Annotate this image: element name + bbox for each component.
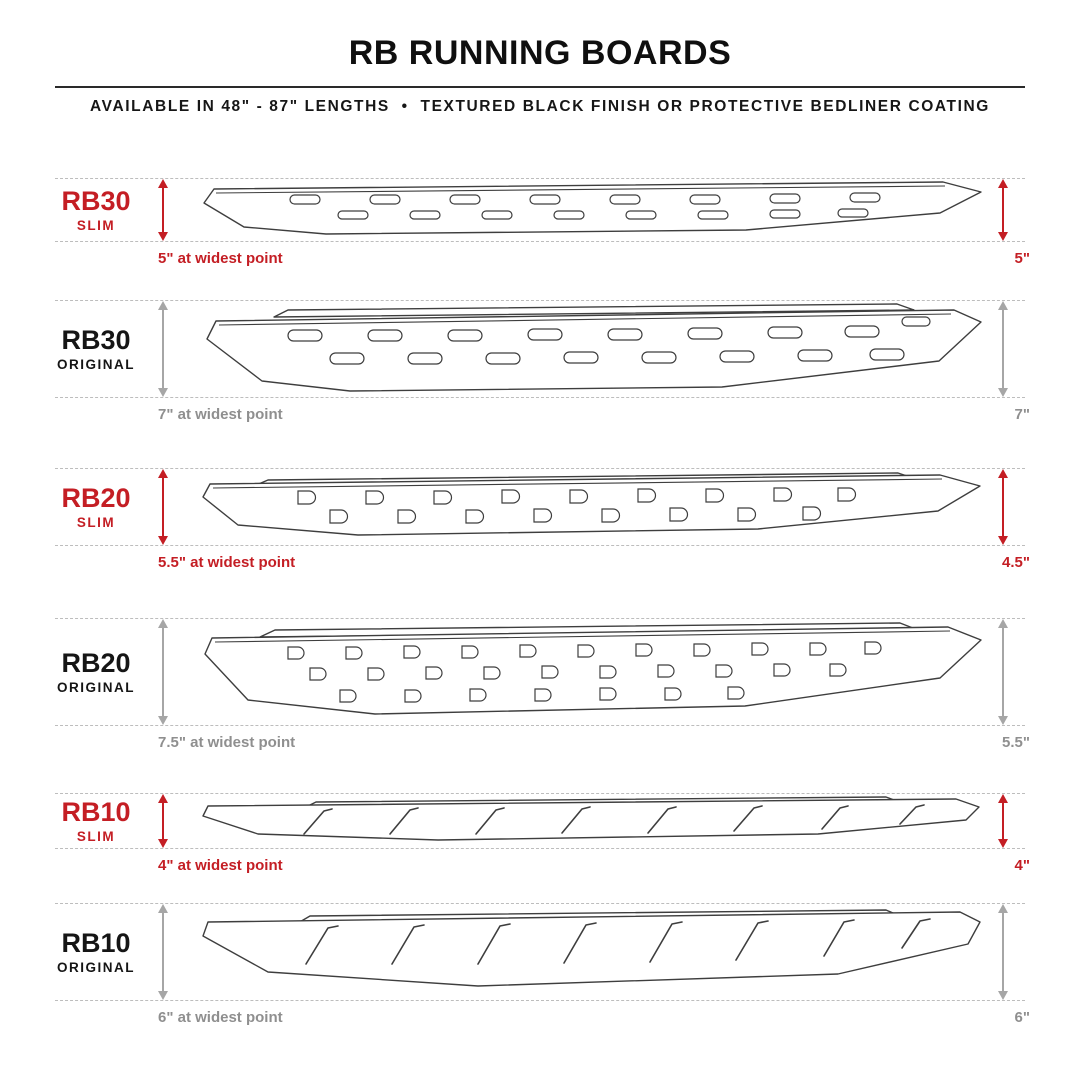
height-note: 6" xyxy=(1014,1009,1030,1026)
board-illustration-rb20-original xyxy=(200,622,988,727)
product-model: RB20 xyxy=(61,647,131,678)
height-arrow-right-icon xyxy=(1002,181,1004,239)
product-label: RB30 ORIGINAL xyxy=(40,324,152,372)
product-variant: ORIGINAL xyxy=(57,356,135,372)
product-variant: ORIGINAL xyxy=(57,679,135,695)
height-note: 5.5" xyxy=(1002,734,1030,751)
board-illustration-rb10-slim xyxy=(198,796,988,851)
height-arrow-left-icon xyxy=(162,471,164,543)
product-variant: SLIM xyxy=(76,217,116,233)
height-arrow-left-icon xyxy=(162,621,164,723)
product-row-rb10-original: RB10 ORIGINAL 6" at widest point 6" xyxy=(0,903,1080,1025)
product-variant: SLIM xyxy=(76,828,116,844)
dashed-guide-bottom xyxy=(55,725,1025,726)
height-arrow-right-icon xyxy=(1002,796,1004,846)
height-arrow-left-icon xyxy=(162,906,164,998)
height-note: 7" xyxy=(1014,406,1030,423)
page-subtitle: AVAILABLE IN 48" - 87" LENGTHS • TEXTURE… xyxy=(90,98,990,115)
dashed-guide-top xyxy=(55,793,1025,794)
board-illustration-rb30-original xyxy=(202,303,984,400)
widest-point-note: 5" at widest point xyxy=(158,250,283,267)
dashed-guide-bottom xyxy=(55,397,1025,398)
dashed-guide-top xyxy=(55,618,1025,619)
product-label: RB10 ORIGINAL xyxy=(40,927,152,975)
product-label: RB20 SLIM xyxy=(40,482,152,530)
product-row-rb30-original: RB30 ORIGINAL xyxy=(0,300,1080,422)
running-board-drawing xyxy=(206,303,982,392)
product-model: RB30 xyxy=(61,185,131,216)
board-illustration-rb10-original xyxy=(198,908,988,1001)
product-row-rb20-original: RB20 ORIGINAL xyxy=(0,618,1080,750)
dashed-guide-top xyxy=(55,178,1025,179)
widest-point-note: 7" at widest point xyxy=(158,406,283,423)
page-title: RB RUNNING BOARDS xyxy=(348,34,732,72)
board-illustration-rb20-slim xyxy=(198,471,988,548)
product-model: RB10 xyxy=(61,927,131,958)
product-label: RB30 SLIM xyxy=(40,185,152,233)
product-label: RB20 ORIGINAL xyxy=(40,647,152,695)
running-board-drawing xyxy=(202,472,981,536)
product-model: RB20 xyxy=(61,482,131,513)
dashed-guide-top xyxy=(55,300,1025,301)
height-arrow-right-icon xyxy=(1002,621,1004,723)
header-divider xyxy=(55,86,1025,88)
dashed-guide-top xyxy=(55,903,1025,904)
board-illustration-rb30-slim xyxy=(198,180,988,245)
running-board-drawing xyxy=(203,181,982,235)
widest-point-note: 7.5" at widest point xyxy=(158,734,296,751)
widest-point-note: 5.5" at widest point xyxy=(158,554,296,571)
height-arrow-right-icon xyxy=(1002,471,1004,543)
dashed-guide-top xyxy=(55,468,1025,469)
dashed-guide-bottom xyxy=(55,1000,1025,1001)
dashed-guide-bottom xyxy=(55,848,1025,849)
height-arrow-left-icon xyxy=(162,796,164,846)
height-arrow-right-icon xyxy=(1002,303,1004,395)
product-row-rb10-slim: RB10 SLIM 4" at widest point 4" xyxy=(0,793,1080,873)
product-model: RB30 xyxy=(61,324,131,355)
product-model: RB10 xyxy=(61,796,131,827)
running-board-drawing xyxy=(204,622,982,715)
height-arrow-left-icon xyxy=(162,181,164,239)
height-arrow-left-icon xyxy=(162,303,164,395)
product-row-rb30-slim: RB30 SLIM xyxy=(0,178,1080,266)
widest-point-note: 4" at widest point xyxy=(158,857,283,874)
dashed-guide-bottom xyxy=(55,545,1025,546)
widest-point-note: 6" at widest point xyxy=(158,1009,283,1026)
dashed-guide-bottom xyxy=(55,241,1025,242)
product-label: RB10 SLIM xyxy=(40,796,152,844)
product-variant: ORIGINAL xyxy=(57,959,135,975)
product-variant: SLIM xyxy=(76,514,116,530)
product-row-rb20-slim: RB20 SLIM 5.5" at widest point xyxy=(0,468,1080,570)
height-note: 4.5" xyxy=(1002,554,1030,571)
running-board-drawing xyxy=(202,796,980,841)
running-board-drawing xyxy=(202,909,981,987)
height-arrow-right-icon xyxy=(1002,906,1004,998)
height-note: 5" xyxy=(1014,250,1030,267)
height-note: 4" xyxy=(1014,857,1030,874)
